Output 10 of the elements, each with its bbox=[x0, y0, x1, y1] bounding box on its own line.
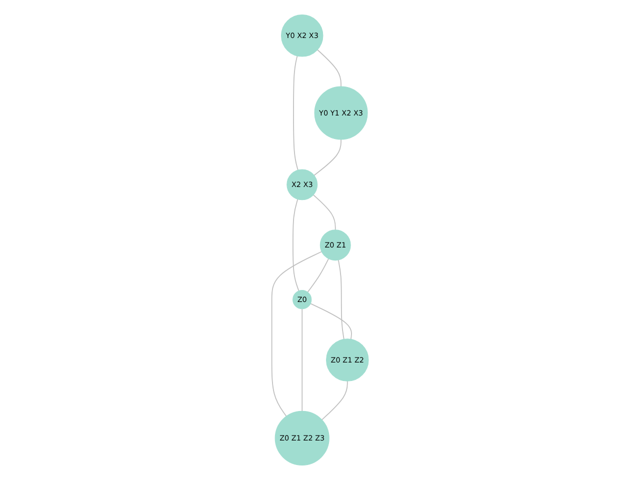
connector bbox=[292, 55, 298, 171]
connector bbox=[321, 380, 348, 420]
connector bbox=[307, 258, 329, 293]
connector bbox=[316, 49, 342, 87]
connector bbox=[338, 260, 344, 340]
connector bbox=[310, 303, 352, 340]
connector bbox=[314, 139, 342, 176]
connector bbox=[292, 198, 300, 292]
connector bbox=[312, 194, 336, 230]
connector bbox=[271, 251, 322, 417]
